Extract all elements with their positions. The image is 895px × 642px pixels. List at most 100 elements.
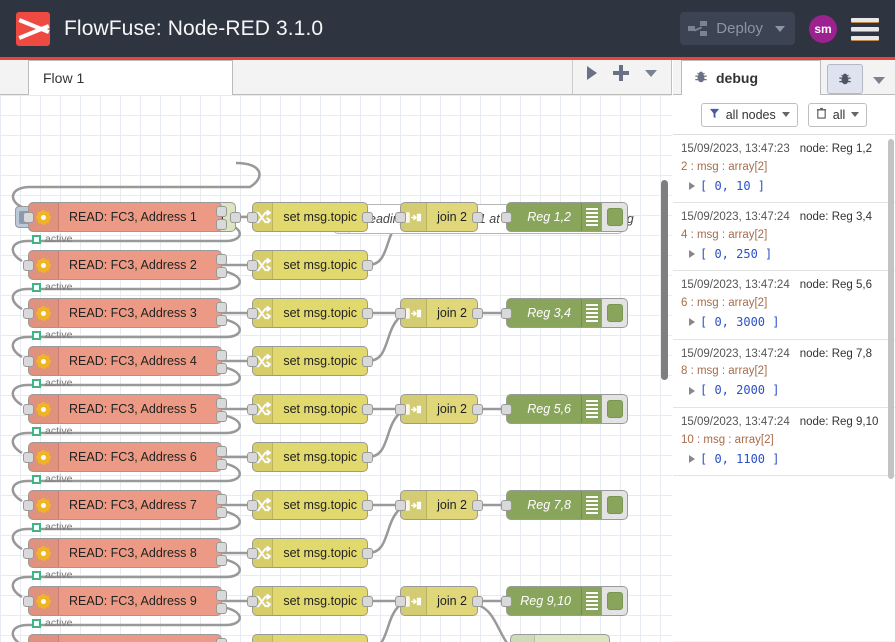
node-port-output[interactable] bbox=[472, 500, 483, 511]
tab-debug[interactable]: debug bbox=[681, 60, 821, 95]
node-port-input[interactable] bbox=[501, 308, 512, 319]
node-change-9[interactable]: set msg.topic bbox=[247, 586, 373, 616]
node-port-output-1[interactable] bbox=[216, 302, 227, 313]
debug-enable-button[interactable] bbox=[602, 298, 628, 328]
node-port-input[interactable] bbox=[247, 260, 258, 271]
node-join-3[interactable]: join 2 bbox=[395, 394, 483, 424]
debug-enable-button[interactable] bbox=[602, 490, 628, 520]
expand-triangle-icon[interactable] bbox=[689, 250, 695, 259]
node-port-output[interactable] bbox=[362, 212, 373, 223]
node-port-input[interactable] bbox=[501, 596, 512, 607]
node-port-output[interactable] bbox=[362, 308, 373, 319]
node-read-5[interactable]: READ: FC3, Address 5 bbox=[23, 394, 227, 424]
node-port-input[interactable] bbox=[395, 212, 406, 223]
node-port-output-2[interactable] bbox=[216, 267, 227, 278]
chevron-down-icon[interactable] bbox=[873, 77, 885, 84]
node-change-2[interactable]: set msg.topic bbox=[247, 250, 373, 280]
node-port-output-1[interactable] bbox=[216, 254, 227, 265]
node-port-input[interactable] bbox=[23, 404, 34, 415]
flow-canvas[interactable]: Go flow-timer Reading 10 registers 1 at … bbox=[0, 95, 672, 642]
filter-nodes-dropdown[interactable]: all nodes bbox=[700, 102, 798, 127]
node-port-output[interactable] bbox=[362, 452, 373, 463]
node-join-5[interactable]: join 2 bbox=[395, 586, 483, 616]
clear-messages-dropdown[interactable]: all bbox=[807, 102, 868, 127]
node-read-9[interactable]: READ: FC3, Address 9 bbox=[23, 586, 227, 616]
node-port-input[interactable] bbox=[247, 356, 258, 367]
node-port-output-2[interactable] bbox=[216, 603, 227, 614]
node-port-input[interactable] bbox=[247, 500, 258, 511]
node-port-input[interactable] bbox=[247, 452, 258, 463]
node-port-input[interactable] bbox=[247, 548, 258, 559]
node-port-output-2[interactable] bbox=[216, 363, 227, 374]
debug-enable-button[interactable] bbox=[602, 202, 628, 232]
node-port-output[interactable] bbox=[472, 404, 483, 415]
node-port-output-1[interactable] bbox=[216, 446, 227, 457]
node-port-output[interactable] bbox=[472, 596, 483, 607]
node-port-output[interactable] bbox=[362, 356, 373, 367]
node-port-input[interactable] bbox=[501, 212, 512, 223]
node-port-output-1[interactable] bbox=[216, 590, 227, 601]
node-port-output[interactable] bbox=[230, 212, 241, 223]
node-port-output[interactable] bbox=[362, 596, 373, 607]
node-port-input[interactable] bbox=[23, 500, 34, 511]
sidebar-scrollbar[interactable] bbox=[888, 139, 894, 479]
node-port-input[interactable] bbox=[501, 404, 512, 415]
node-debug-2[interactable]: Reg 3,4 bbox=[501, 298, 628, 328]
node-read-7[interactable]: READ: FC3, Address 7 bbox=[23, 490, 227, 520]
hamburger-menu-icon[interactable] bbox=[851, 17, 879, 40]
node-port-output-1[interactable] bbox=[216, 638, 227, 642]
node-flow-timer-bottom[interactable]: flow-timer bbox=[510, 634, 610, 642]
node-debug-5[interactable]: Reg 9,10 bbox=[501, 586, 628, 616]
node-port-output-1[interactable] bbox=[216, 398, 227, 409]
node-port-output[interactable] bbox=[362, 404, 373, 415]
node-read-1[interactable]: READ: FC3, Address 1 bbox=[23, 202, 227, 232]
node-port-output-1[interactable] bbox=[216, 542, 227, 553]
node-join-1[interactable]: join 2 bbox=[395, 202, 483, 232]
node-port-input[interactable] bbox=[247, 308, 258, 319]
node-port-output-2[interactable] bbox=[216, 315, 227, 326]
node-join-2[interactable]: join 2 bbox=[395, 298, 483, 328]
node-port-output-1[interactable] bbox=[216, 494, 227, 505]
node-port-output[interactable] bbox=[472, 308, 483, 319]
node-read-4[interactable]: READ: FC3, Address 4 bbox=[23, 346, 227, 376]
debug-toggle-button[interactable] bbox=[827, 64, 863, 94]
node-port-input[interactable] bbox=[395, 596, 406, 607]
expand-triangle-icon[interactable] bbox=[689, 181, 695, 190]
play-triangle-icon[interactable] bbox=[587, 66, 597, 80]
node-port-input[interactable] bbox=[501, 500, 512, 511]
node-port-input[interactable] bbox=[395, 404, 406, 415]
node-change-7[interactable]: set msg.topic bbox=[247, 490, 373, 520]
deploy-button[interactable]: Deploy bbox=[680, 12, 795, 45]
node-read-10[interactable]: READ: FC3, Address 10 bbox=[28, 634, 227, 642]
node-debug-4[interactable]: Reg 7,8 bbox=[501, 490, 628, 520]
expand-triangle-icon[interactable] bbox=[689, 386, 695, 395]
node-change-8[interactable]: set msg.topic bbox=[247, 538, 373, 568]
node-port-input[interactable] bbox=[23, 548, 34, 559]
node-port-input[interactable] bbox=[23, 212, 34, 223]
node-port-output-1[interactable] bbox=[216, 206, 227, 217]
node-port-input[interactable] bbox=[395, 500, 406, 511]
node-change-1[interactable]: set msg.topic bbox=[247, 202, 373, 232]
node-read-6[interactable]: READ: FC3, Address 6 bbox=[23, 442, 227, 472]
canvas-scrollbar[interactable] bbox=[661, 180, 668, 380]
node-join-4[interactable]: join 2 bbox=[395, 490, 483, 520]
expand-triangle-icon[interactable] bbox=[689, 318, 695, 327]
node-port-input[interactable] bbox=[247, 404, 258, 415]
node-port-input[interactable] bbox=[247, 596, 258, 607]
node-read-8[interactable]: READ: FC3, Address 8 bbox=[23, 538, 227, 568]
node-change-6[interactable]: set msg.topic bbox=[247, 442, 373, 472]
chevron-down-icon[interactable] bbox=[775, 25, 785, 32]
node-change-5[interactable]: set msg.topic bbox=[247, 394, 373, 424]
node-port-output-1[interactable] bbox=[216, 350, 227, 361]
node-port-output[interactable] bbox=[362, 260, 373, 271]
node-change-3[interactable]: set msg.topic bbox=[247, 298, 373, 328]
node-port-input[interactable] bbox=[23, 596, 34, 607]
debug-enable-button[interactable] bbox=[602, 586, 628, 616]
node-port-output-2[interactable] bbox=[216, 459, 227, 470]
